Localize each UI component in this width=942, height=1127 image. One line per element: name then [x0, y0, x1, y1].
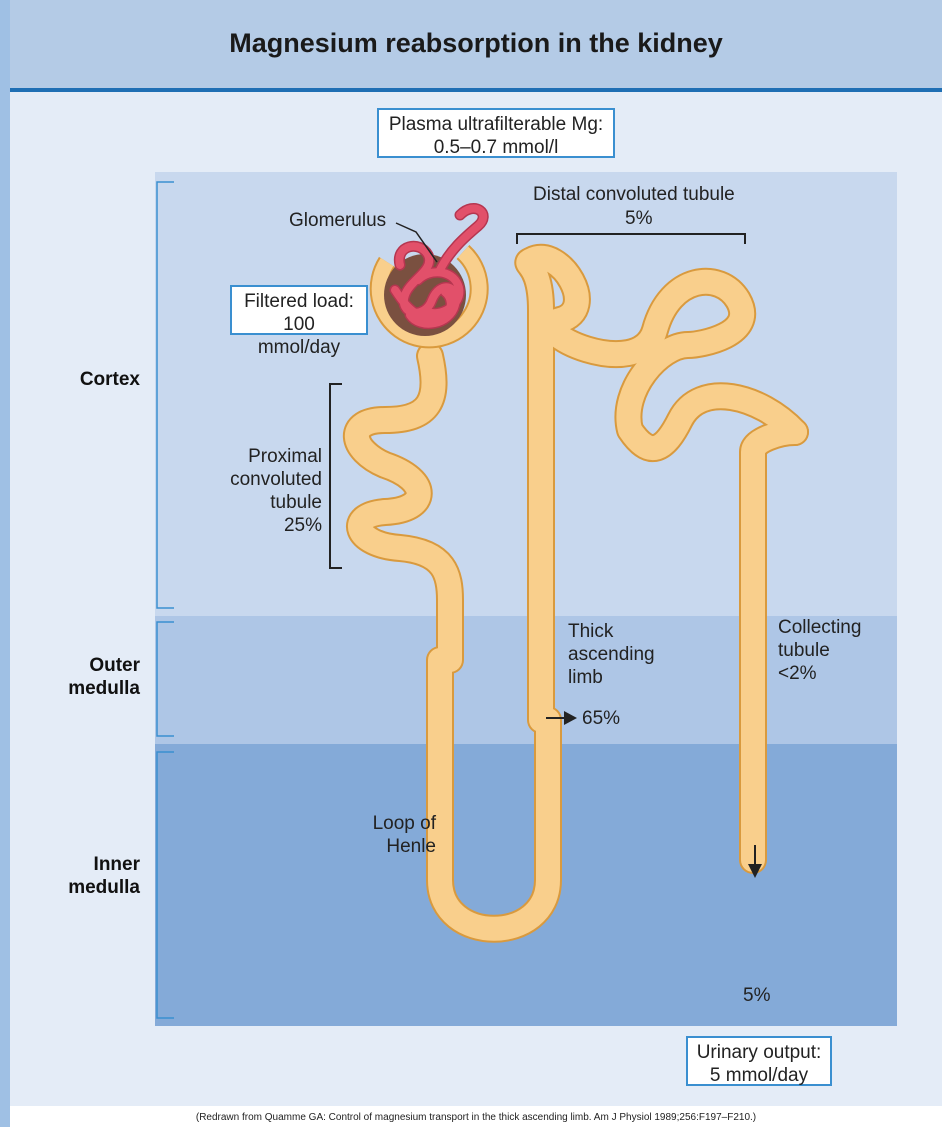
- proximal-label-percent: 25%: [215, 514, 322, 537]
- collecting-label-line-1: Collecting: [778, 616, 861, 639]
- excreted-percent: 5%: [743, 984, 770, 1007]
- urinary-output-line-2: 5 mmol/day: [696, 1064, 822, 1087]
- outer-medulla-label-line-2: medulla: [50, 677, 140, 700]
- inner-medulla-bracket: [157, 752, 174, 1018]
- collecting-tubule-label: Collecting tubule <2%: [778, 616, 861, 685]
- outer-medulla-bracket: [157, 622, 174, 736]
- inner-medulla-label-line-1: Inner: [50, 853, 140, 876]
- distal-tubule-label: Distal convoluted tubule: [533, 183, 735, 206]
- source-credit: (Redrawn from Quamme GA: Control of magn…: [10, 1112, 942, 1123]
- glomerulus-label: Glomerulus: [289, 209, 386, 232]
- collecting-label-percent: <2%: [778, 662, 861, 685]
- thick-ascending-limb-label: Thick ascending limb: [568, 620, 655, 689]
- inner-medulla-label: Inner medulla: [50, 853, 140, 899]
- cortex-label: Cortex: [50, 368, 140, 391]
- plasma-mg-line-1: Plasma ultrafilterable Mg:: [387, 113, 605, 136]
- cortex-bracket: [157, 182, 174, 608]
- thick-label-line-1: Thick: [568, 620, 655, 643]
- outer-medulla-label: Outer medulla: [50, 654, 140, 700]
- inner-medulla-label-line-2: medulla: [50, 876, 140, 899]
- proximal-label-line-1: Proximal: [215, 445, 322, 468]
- collecting-label-line-2: tubule: [778, 639, 861, 662]
- proximal-label-line-2: convoluted: [215, 468, 322, 491]
- loop-of-henle-label: Loop of Henle: [330, 812, 436, 858]
- proximal-label-line-3: tubule: [215, 491, 322, 514]
- filtered-load-line-2: 100 mmol/day: [240, 313, 358, 359]
- urinary-output-box: Urinary output: 5 mmol/day: [686, 1036, 832, 1086]
- thick-limb-percent: 65%: [582, 707, 620, 730]
- plasma-mg-box: Plasma ultrafilterable Mg: 0.5–0.7 mmol/…: [377, 108, 615, 158]
- loop-label-line-1: Loop of: [330, 812, 436, 835]
- proximal-tubule-label: Proximal convoluted tubule 25%: [215, 445, 322, 537]
- outer-medulla-label-line-1: Outer: [50, 654, 140, 677]
- filtered-load-box: Filtered load: 100 mmol/day: [230, 285, 368, 335]
- distal-bracket: [517, 234, 745, 244]
- plasma-mg-line-2: 0.5–0.7 mmol/l: [387, 136, 605, 159]
- proximal-bracket: [330, 384, 342, 568]
- thick-label-line-3: limb: [568, 666, 655, 689]
- loop-label-line-2: Henle: [330, 835, 436, 858]
- filtered-load-line-1: Filtered load:: [240, 290, 358, 313]
- urinary-output-line-1: Urinary output:: [696, 1041, 822, 1064]
- thick-label-line-2: ascending: [568, 643, 655, 666]
- distal-tubule-percent: 5%: [625, 207, 652, 230]
